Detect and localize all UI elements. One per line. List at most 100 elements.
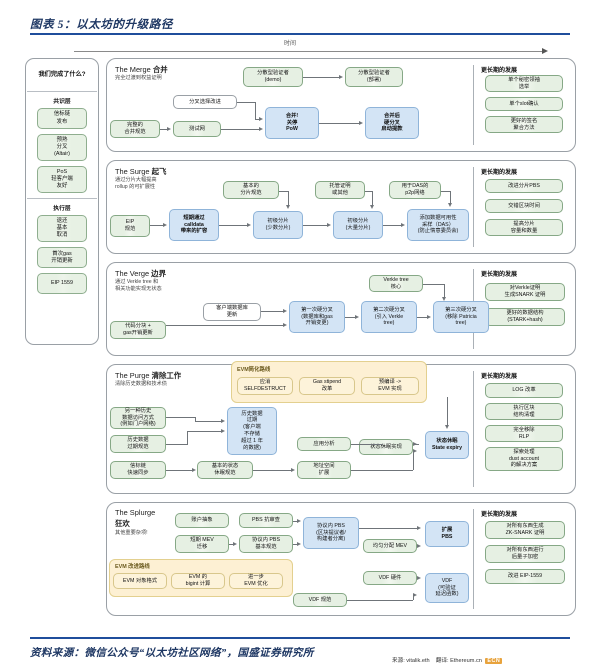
merge-node-distributed-validator-demo[interactable]: 分散型验证者(demo) [243,67,303,87]
splurge-node-vdf[interactable]: VDF(可验证延迟函数) [425,573,469,603]
merge-node-distributed-validator-deploy[interactable]: 分散型验证者(部署) [345,67,403,87]
splurge-node-vdf-spec[interactable]: VDF 规范 [293,593,347,607]
connector [166,417,196,418]
sidebar-item-eip-1559[interactable]: EIP 1559 [37,273,87,295]
splurge-node-in-protocol-pbs[interactable]: 协议内 PBS(区块提议者/构建者分离) [303,517,359,549]
connector [450,191,451,203]
surge-future-item-1[interactable]: 改进分片PBS [485,179,563,193]
node-label: 测试网 [189,125,205,132]
surge-node-shard-many[interactable]: 初级分片(大量分片) [333,211,383,239]
purge-node-beacon-fast-sync[interactable]: 信标链快速同步 [110,461,166,479]
surge-future-item-3[interactable]: 提高分片容量和数量 [485,219,563,236]
merge-future-title: 更长期的发展 [481,68,518,74]
surge-title: The Surge 起飞 [115,166,166,177]
connector [413,451,414,470]
purge-node-history-expiry[interactable]: 历史数据过期(客户端不存储超过 1 年的数据) [227,407,277,455]
purge-node-history-access[interactable]: 另一种历史数据访问方式(例如门户网络) [110,407,166,429]
purge-node-app-analysis[interactable]: 应用分析 [297,437,351,451]
splurge-node-even-mev[interactable]: 均匀分配 MEV [363,539,417,553]
connector [150,225,163,226]
splurge-node-pbs-censorship[interactable]: PBS 抗审查 [239,513,293,528]
purge-future-item-2[interactable]: 执行区块结构清理 [485,403,563,420]
node-label: 代码分块 +gas开销更新 [123,323,153,336]
sidebar-header: 我们完成了什么? [38,70,86,78]
purge-future-item-1[interactable]: LOG 改革 [485,383,563,398]
surge-node-das[interactable]: 添加数据可用性采样（DAS）(防止惰意委员会) [407,209,469,241]
sidebar-item-altair[interactable]: 预熟分叉(Altair) [37,134,87,162]
sidebar-item-beacon-chain[interactable]: 信标链发布 [37,108,87,129]
node-label: 改进分片PBS [508,182,540,189]
surge-node-shard-few[interactable]: 初级分片(少数分片) [253,211,303,239]
arrow-icon [417,525,421,530]
splurge-node-account-abstraction[interactable]: 账户抽象 [175,513,229,528]
merge-node-testnet[interactable]: 测试网 [173,121,221,137]
connector [345,317,355,318]
purge-evm-node-3[interactable]: 预编译 ->EVM 实现 [361,377,419,395]
top-rule [30,33,570,35]
merge-node-merge-spec[interactable]: 完整的合并规范 [110,120,160,138]
verge-future-item-1[interactable]: 对Verkle证明生成SNARK 证明 [485,283,565,301]
arrow-icon [291,467,295,472]
verge-node-client-db-update[interactable]: 客户端数据库更新 [203,303,261,321]
connector [413,595,414,600]
arrow-icon [221,428,225,433]
merge-node-fork-choice[interactable]: 分叉选择改进 [173,95,237,109]
node-label: 对Verkle证明生成SNARK 证明 [504,285,546,298]
splurge-node-vdf-hardware[interactable]: VDF 硬件 [363,571,417,585]
surge-node-basic-shard-spec[interactable]: 基本的分片规范 [223,181,279,199]
verge-node-code-chunk-gas[interactable]: 代码分块 +gas开销更新 [110,321,166,339]
connector [166,325,283,326]
purge-node-state-dormant-spec[interactable]: 基本的状态休眠规范 [197,461,253,479]
purge-node-address-space[interactable]: 地址空间扩展 [297,461,351,479]
merge-node-withdrawal-fork[interactable]: 合并后硬分叉启动提款 [365,107,419,139]
splurge-evm-node-1[interactable]: EVM 对象格式 [113,573,167,589]
sidebar-item-refund-removal[interactable]: 退还基本取消 [37,215,87,243]
merge-future-item-3[interactable]: 更好的签名聚合方法 [485,116,563,133]
surge-future-title: 更长期的发展 [481,170,518,176]
purge-node-state-dormant-impl[interactable]: 状态休眠实现 [359,439,413,455]
node-label: 改进 EIP-1559 [507,573,543,580]
merge-future-item-2[interactable]: 单个slot确认 [485,97,563,111]
purge-node-history-expiry-spec[interactable]: 历史数据过期规范 [110,435,166,453]
merge-future-item-1[interactable]: 单个秘密领袖选举 [485,75,563,92]
surge-future-item-2[interactable]: 交错区块时间 [485,199,563,213]
arrow-icon [221,418,225,423]
surge-node-custody-proof[interactable]: 托管证明或其他 [315,181,365,199]
splurge-future-item-3[interactable]: 改进 EIP-1559 [485,569,565,584]
splurge-future-item-2[interactable]: 对所有东西进行后量子加密 [485,545,565,563]
verge-future-item-2[interactable]: 更好的数据结构(STARK+hash) [485,308,565,326]
node-label: 更好的签名聚合方法 [510,117,538,131]
node-label: 分散型验证者(部署) [358,70,390,83]
